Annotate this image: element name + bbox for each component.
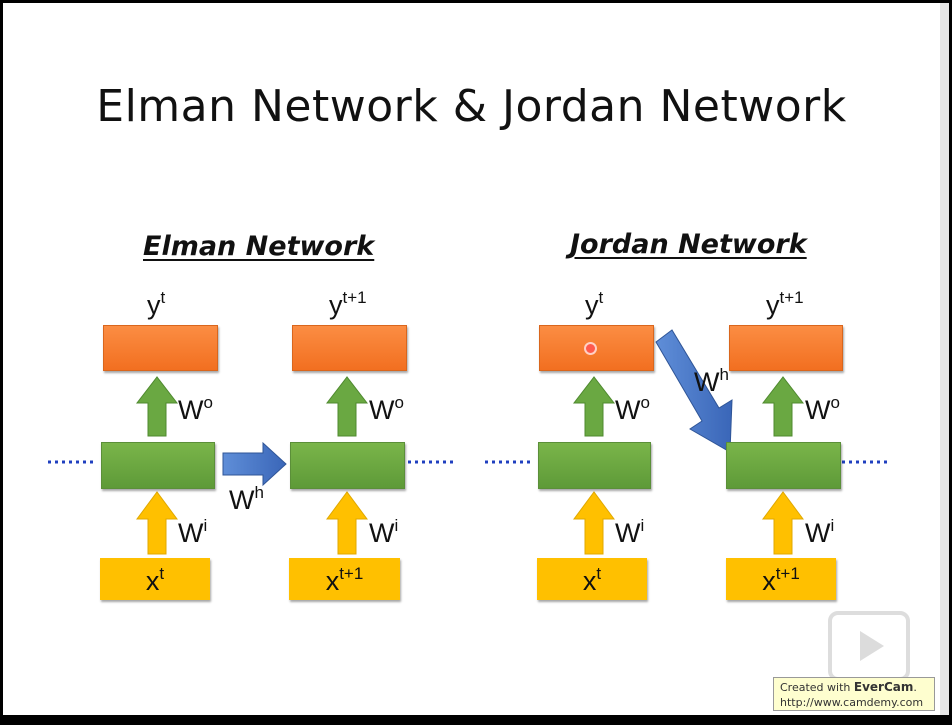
elman-wo-label-1: Wo [178,393,213,425]
elman-input-box-t: xt [100,558,210,600]
elman-hidden-box-t1 [290,442,405,489]
elman-wh-label: Wh [229,483,264,515]
jordan-wo-label-2: Wo [805,393,840,425]
jordan-wi-label-2: Wi [805,516,835,548]
elman-wi-label-1: Wi [178,516,208,548]
elman-y-t1-label: yt+1 [329,288,367,320]
elman-wo-arrow-2 [325,376,369,437]
jordan-subtitle: Jordan Network [570,229,807,260]
jordan-wh-label: Wh [694,365,729,397]
elman-wh-arrow [222,441,287,487]
watermark-url: http://www.camdemy.com [780,696,924,709]
elman-output-box-t1 [292,325,407,371]
elman-wi-arrow-2 [326,491,368,555]
elman-wi-label-2: Wi [369,516,399,548]
jordan-wh-arrow [655,329,733,453]
jordan-y-t-label: yt [585,288,604,320]
play-icon [860,631,884,661]
jordan-input-box-t: xt [537,558,647,600]
jordan-wo-label-1: Wo [615,393,650,425]
elman-y-t-label: yt [147,288,166,320]
elman-subtitle: Elman Network [143,231,375,262]
elman-x-t-label: xt [145,564,165,596]
elman-hidden-box-t [101,442,215,489]
jordan-wi-arrow-2 [762,491,804,555]
slide: Elman Network & Jordan Network Elman Net… [3,3,940,715]
jordan-output-box-t [539,325,654,371]
elman-input-box-t1: xt+1 [289,558,400,600]
evercam-watermark: Created with EverCam. http://www.camdemy… [773,677,935,711]
jordan-wi-label-1: Wi [615,516,645,548]
jordan-output-box-t1 [729,325,843,371]
slide-title: Elman Network & Jordan Network [96,81,847,132]
scrollbar[interactable] [940,3,949,715]
jordan-wo-arrow-1 [572,376,616,437]
jordan-input-box-t1: xt+1 [726,558,836,600]
jordan-hidden-box-t1 [726,442,841,489]
jordan-hidden-box-t [538,442,651,489]
jordan-y-t1-label: yt+1 [766,288,804,320]
jordan-wo-arrow-2 [761,376,805,437]
jordan-x-t1-label: xt+1 [762,564,800,596]
jordan-wi-arrow-1 [573,491,615,555]
elman-wo-arrow-1 [135,376,179,437]
play-button[interactable] [828,611,910,681]
elman-output-box-t [103,325,218,371]
jordan-x-t-label: xt [582,564,602,596]
elman-x-t1-label: xt+1 [325,564,364,596]
elman-wi-arrow-1 [136,491,178,555]
elman-wo-label-2: Wo [369,393,404,425]
cursor-dot-icon [584,342,597,355]
diagram-shapes [48,329,890,555]
watermark-line1: Created with EverCam. [780,680,917,694]
